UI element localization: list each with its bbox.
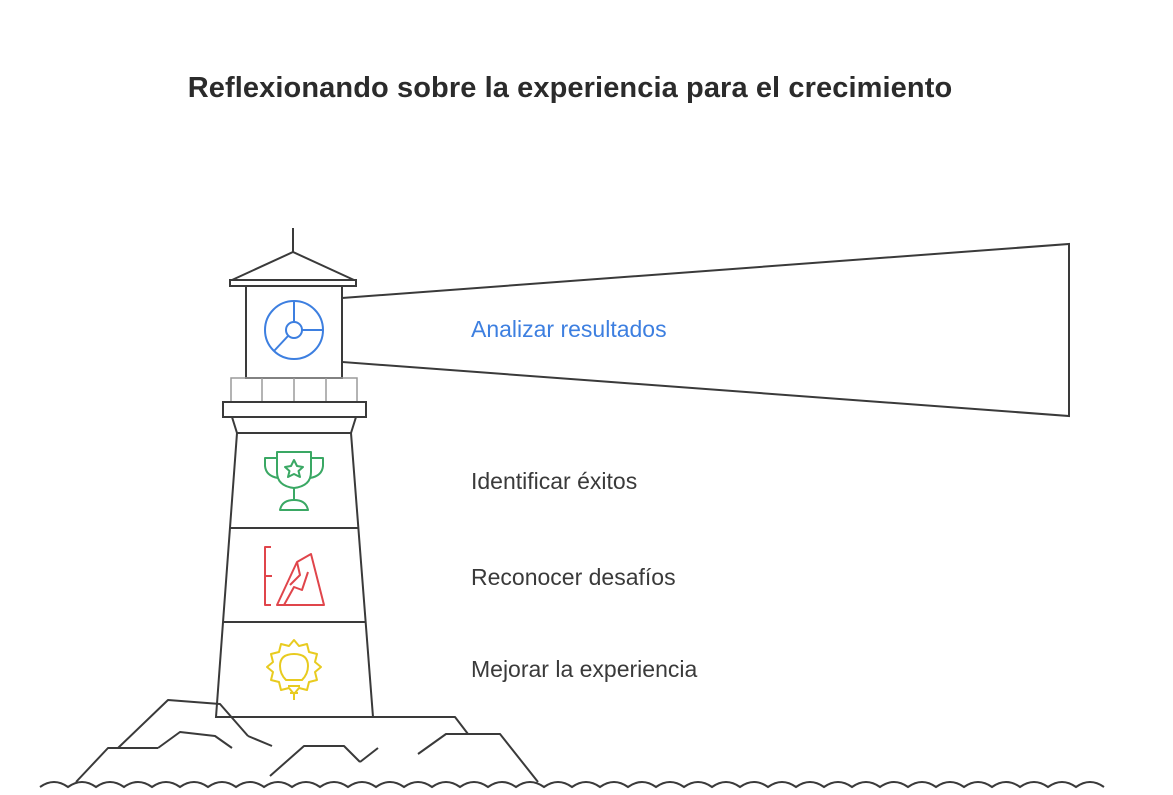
mountain-icon — [264, 546, 325, 606]
lighthouse-gallery — [222, 401, 367, 418]
step-label-mejorar-la-experiencia: Mejorar la experiencia — [471, 656, 698, 682]
step-label-reconocer-desafios: Reconocer desafíos — [471, 564, 676, 590]
lightbulb-gear-icon — [266, 639, 322, 700]
waves — [39, 781, 1105, 789]
lighthouse-roof — [229, 250, 357, 287]
pie-chart-icon — [264, 300, 324, 360]
lighthouse-railing — [230, 377, 358, 403]
trophy-icon — [264, 451, 324, 511]
step-label-identificar-exitos: Identificar éxitos — [471, 468, 638, 494]
light-beam — [341, 242, 1070, 418]
lighthouse-lantern — [245, 285, 343, 379]
diagram-title: Reflexionando sobre la experiencia para … — [187, 72, 953, 104]
rocks — [75, 699, 539, 783]
step-label-analizar-resultados: Analizar resultados — [471, 316, 667, 342]
